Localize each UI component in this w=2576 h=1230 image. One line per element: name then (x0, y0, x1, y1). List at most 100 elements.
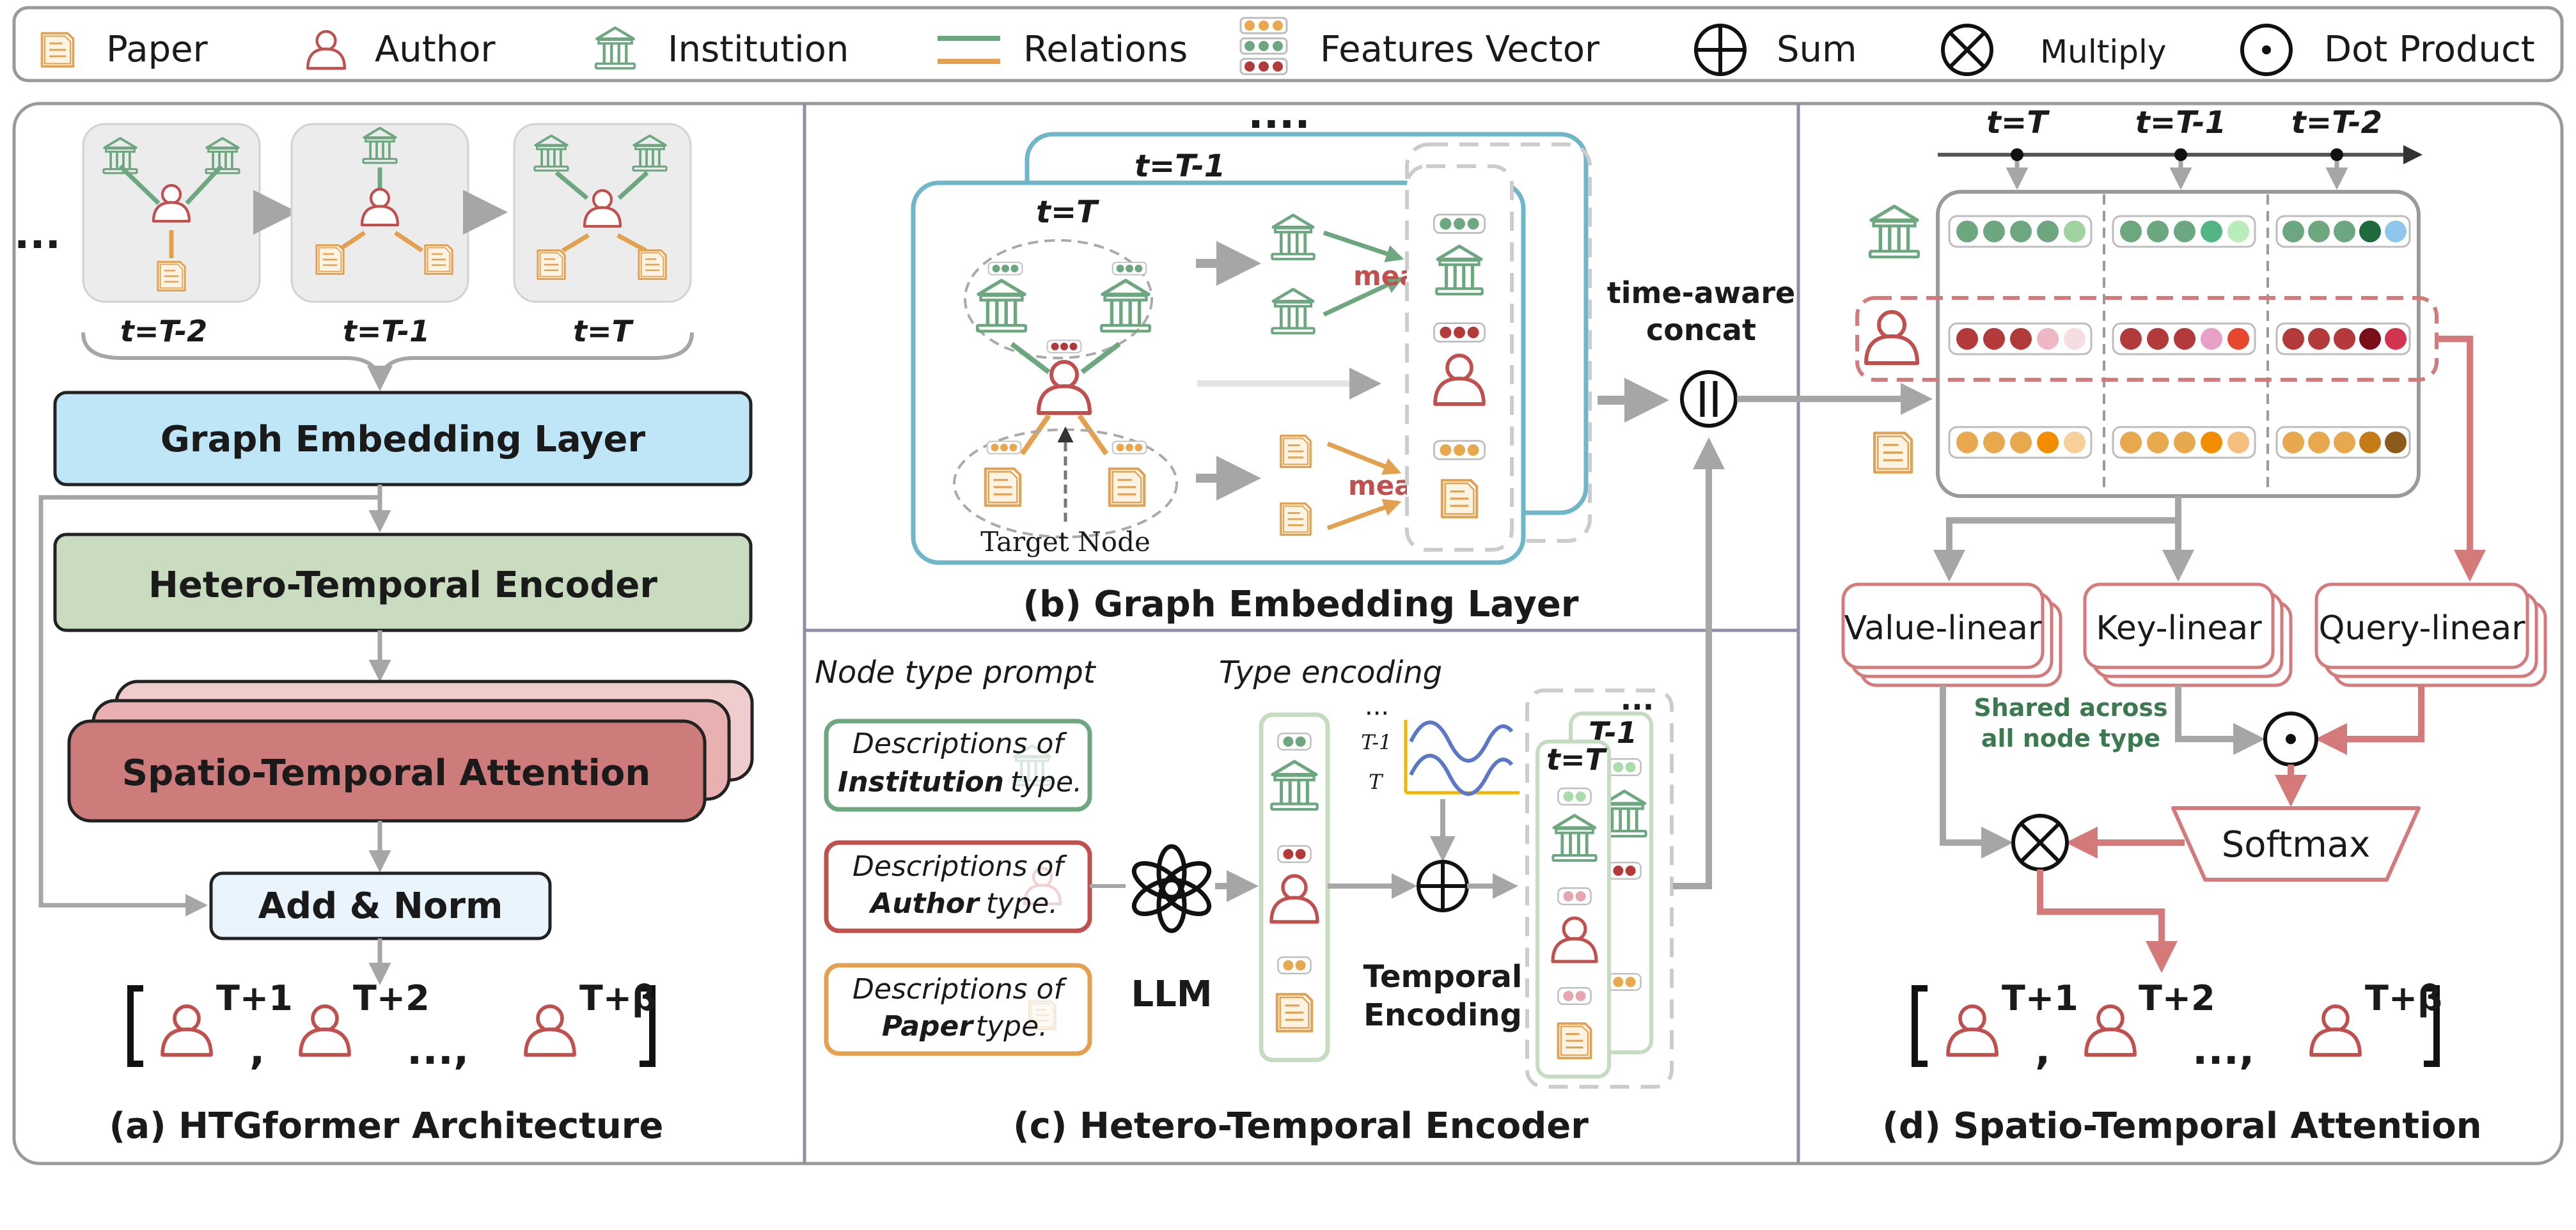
d-value-linear: Value-linear (1841, 582, 2062, 687)
c-type-author: Author (868, 887, 980, 920)
c-stack-dashed (1525, 689, 1674, 1089)
a-out-comma: , (249, 1027, 265, 1074)
b-agg-paper-icon-1 (1280, 434, 1312, 469)
a-caption: (a) HTGformer Architecture (109, 1105, 664, 1147)
paper-icon (40, 32, 75, 68)
d-dot-product-icon (2263, 712, 2318, 767)
c-type-suffix-1: type. (1010, 766, 1082, 798)
b-agg-paper-icon-2 (1280, 502, 1312, 536)
d-out-sup-1: T+1 (2002, 978, 2078, 1018)
b-caption: (b) Graph Embedding Layer (1023, 584, 1579, 625)
d-row-inst-vectors (1948, 215, 2411, 248)
multiply-icon (1941, 24, 1993, 76)
relations-icon (938, 36, 1000, 64)
c-stack-dots: ... (1621, 682, 1654, 717)
a-output: T+1 , T+2 ..., T+β (127, 978, 657, 1074)
d-query-label: Query-linear (2319, 609, 2526, 648)
legend-sum: Sum (1777, 29, 1857, 70)
c-up-arrow (1673, 437, 1725, 889)
b-target-node-label: Target Node (980, 526, 1151, 557)
dot-product-icon (2240, 24, 2293, 76)
panel-c: Node type prompt Type encoding Descripti… (815, 437, 1725, 1147)
b-paper-icon-1 (986, 469, 1020, 506)
a-time-t-2: t=T-2 (120, 314, 207, 348)
a-graph-t (513, 123, 692, 303)
c-encoding-label: Encoding (1363, 997, 1522, 1033)
d-softmax: Softmax (2171, 806, 2421, 882)
c-desc-of-3: Descriptions of (852, 973, 1067, 1006)
d-row-paper-vectors (1948, 426, 2411, 459)
c-desc-of-1: Descriptions of (852, 728, 1067, 760)
d-row-paper-icon (1874, 433, 1912, 472)
legend-relations: Relations (1023, 29, 1188, 70)
c-desc-paper: Descriptions of Paper type. (824, 963, 1092, 1056)
legend-paper: Paper (106, 29, 208, 70)
sum-icon (1694, 24, 1747, 76)
a-hetero-encoder-box (53, 533, 753, 632)
a-graph-t-1 (290, 123, 469, 303)
a-graph-t-2 (82, 123, 261, 303)
d-value-label: Value-linear (1844, 609, 2042, 648)
d-key-linear: Key-linear (2083, 582, 2293, 687)
a-ellipsis: ... (14, 211, 61, 258)
b-inst-group (964, 239, 1153, 359)
c-node-prompt: Node type prompt (815, 655, 1097, 690)
a-out-dots: ..., (407, 1027, 469, 1074)
c-type-suffix-3: type. (976, 1010, 1048, 1043)
legend-dot: Dot Product (2324, 29, 2535, 70)
d-out-sup-b: T+β (2365, 978, 2442, 1018)
d-out-comma: , (2035, 1027, 2050, 1074)
b-result-paper-icon (1442, 480, 1477, 517)
a-time-t-1: t=T-1 (343, 314, 430, 348)
a-out-sup-2: T+2 (353, 978, 430, 1018)
b-dots: .... (1248, 91, 1310, 138)
c-stack-paper-icon (1557, 1022, 1592, 1059)
c-wave-t1: T-1 (1361, 730, 1392, 754)
a-st-attention-stack (67, 680, 754, 823)
c-sum-icon (1417, 860, 1469, 912)
b-paper-icon-2 (1110, 469, 1144, 506)
c-temporal-label: Temporal (1363, 959, 1523, 995)
b-frame-front (911, 180, 1526, 565)
panel-a: ... (14, 123, 754, 1147)
c-wave-dots: ... (1365, 692, 1389, 721)
legend-features: Features Vector (1320, 29, 1600, 70)
legend-multiply: Multiply (2040, 33, 2166, 70)
a-graph-embedding-box (53, 391, 753, 487)
d-time-t: t=T (1986, 105, 2050, 141)
features-vector-icon (1239, 17, 1288, 75)
b-frame-front-label: t=T (1036, 194, 1099, 230)
c-desc-institution: Descriptions of Institution type. (824, 719, 1092, 812)
b-frame-back-label: t=T-1 (1135, 148, 1225, 184)
d-time-t-2: t=T-2 (2291, 105, 2382, 141)
c-wave-plot (1404, 720, 1520, 796)
d-output: T+1 , T+2 ..., T+β (1912, 978, 2442, 1074)
d-time-t-1: t=T-1 (2135, 105, 2226, 141)
d-out-sup-2: T+2 (2139, 978, 2215, 1018)
legend-author: Author (375, 29, 496, 70)
c-llm-label: LLM (1131, 974, 1212, 1015)
d-softmax-label: Softmax (2222, 824, 2371, 866)
main-frame (12, 102, 2564, 1165)
d-row-author-vectors (1948, 322, 2411, 355)
a-graph-embedding-label: Graph Embedding Layer (161, 419, 646, 460)
a-time-t: t=T (573, 314, 634, 348)
b-concat-line1: time-aware (1607, 276, 1795, 310)
c-type-suffix-2: type. (986, 887, 1058, 920)
panel-d: t=T t=T-1 t=T-2 (1841, 105, 2547, 1147)
c-stack-front-label: t=T (1546, 742, 1608, 777)
d-multiply-icon (2011, 814, 2069, 871)
d-shared-line2: all node type (1981, 724, 2160, 752)
c-type-paper: Paper (882, 1010, 974, 1043)
b-concat-line2: concat (1646, 313, 1756, 347)
c-type-encoding: Type encoding (1219, 655, 1442, 690)
a-out-sup-1: T+1 (216, 978, 293, 1018)
legend: Paper Author Institution Relations Featu… (12, 6, 2564, 82)
c-col-paper-icon (1277, 994, 1312, 1031)
a-st-attention-label: Spatio-Temporal Attention (122, 752, 650, 794)
d-key-label: Key-linear (2096, 609, 2262, 648)
d-out-dots: ..., (2192, 1027, 2254, 1074)
a-hetero-encoder-label: Hetero-Temporal Encoder (148, 564, 657, 606)
c-desc-author: Descriptions of Author type. (824, 840, 1092, 933)
